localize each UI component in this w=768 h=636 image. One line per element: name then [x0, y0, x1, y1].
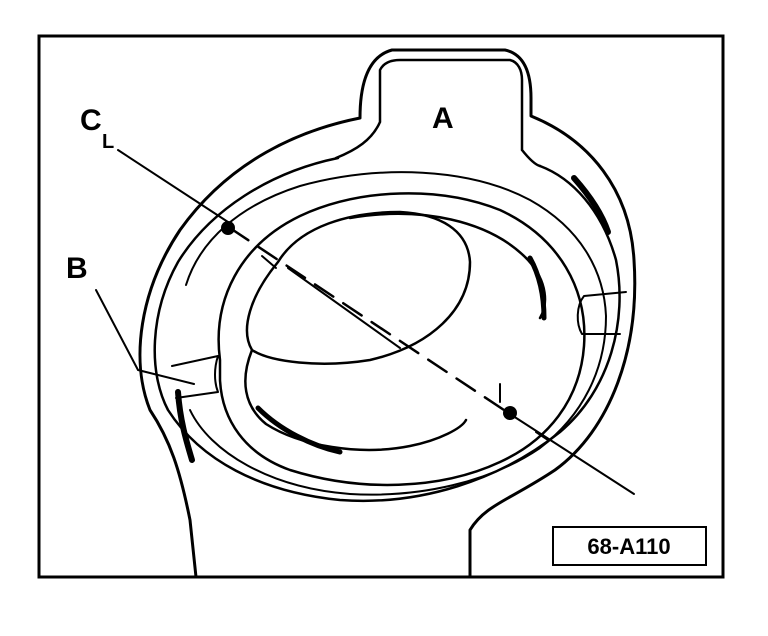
reference-code: 68-A110: [587, 534, 670, 559]
bearing-mid-ring: [185, 171, 607, 496]
cl-leader-line: [117, 149, 229, 223]
groove-mark-left: [175, 389, 195, 463]
rod-outer-outline: [138, 48, 637, 579]
groove-mark-inner-right: [527, 255, 547, 321]
frame-border: [37, 34, 725, 579]
oil-hole-left: [171, 355, 219, 399]
b-leader-line: [95, 289, 195, 385]
groove-mark-inner-left: [255, 405, 343, 455]
centerline-tick-left: [261, 255, 277, 269]
label-cl-sub: L: [102, 131, 114, 153]
oil-hole-right: [576, 291, 627, 335]
centerline-solid-right: [509, 413, 635, 495]
reference-box: [552, 526, 707, 566]
centerline-dashed[interactable]: [228, 226, 512, 416]
label-a: A: [432, 102, 454, 135]
journal-right-arc: [348, 212, 547, 320]
groove-mark-right-top: [571, 175, 611, 235]
centerline-dot-lower[interactable]: [503, 406, 517, 420]
bearing-inner-bore: [217, 192, 586, 487]
centerline-tick-right: [535, 431, 549, 441]
label-cl-main: C: [80, 104, 102, 137]
centerline-dot-upper[interactable]: [221, 221, 235, 235]
label-b: B: [66, 252, 88, 285]
centerline-solid-mid: [287, 267, 401, 349]
bearing-outer-ring: [153, 156, 621, 503]
journal-lower-arc: [244, 348, 468, 452]
journal-circle: [245, 210, 472, 365]
